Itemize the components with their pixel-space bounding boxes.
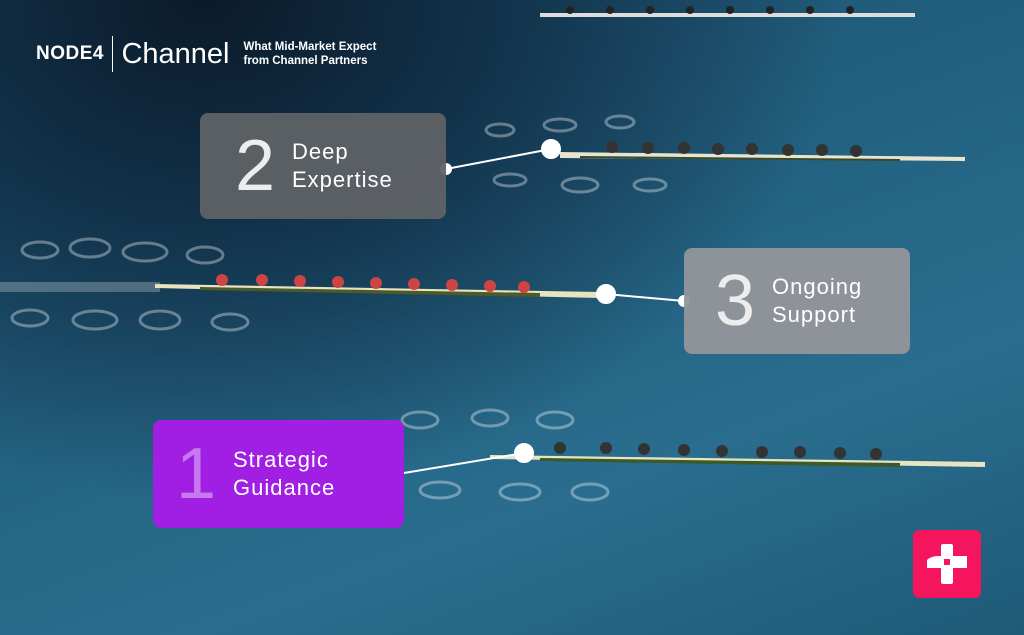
header-subtitle: What Mid-Market Expect from Channel Part… — [244, 40, 377, 68]
boat-top — [540, 6, 915, 17]
card-label-line-1: Strategic — [233, 447, 329, 472]
wake-splashes — [10, 114, 668, 502]
product-name: Channel — [121, 37, 230, 70]
card-number: 2 — [234, 126, 276, 206]
card-label-line-2: Support — [772, 302, 857, 327]
card-label-line-1: Ongoing — [772, 274, 863, 299]
boat-1 — [490, 442, 985, 467]
card-label-line-2: Guidance — [233, 475, 336, 500]
boat-2 — [560, 141, 965, 161]
brand-name: NODE4 — [36, 43, 104, 64]
card-label-line-2: Expertise — [292, 167, 393, 192]
subtitle-line-1: What Mid-Market Expect — [243, 41, 377, 53]
card-number: 1 — [175, 434, 217, 514]
card-number: 3 — [714, 261, 756, 341]
subtitle-line-2: from Channel Partners — [243, 55, 368, 67]
header-logo: NODE4 Channel What Mid-Market Expect fro… — [36, 36, 376, 72]
connectors — [392, 139, 690, 480]
card-label-line-1: Deep — [292, 139, 349, 164]
plus-logo-icon — [927, 544, 967, 584]
logo-divider — [111, 36, 114, 72]
boat-3 — [155, 274, 600, 298]
node4-badge — [913, 530, 981, 598]
